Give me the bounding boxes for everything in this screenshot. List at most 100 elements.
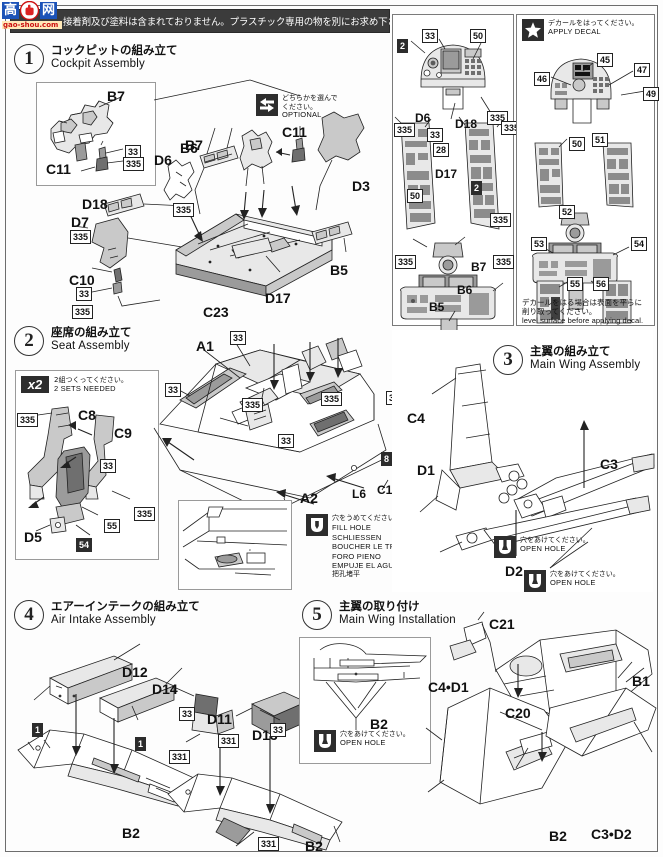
watermark-char-2: 网	[40, 2, 57, 19]
label-d17: D17	[265, 290, 291, 306]
step-4-header: 4 エアーインテークの組み立て Air Intake Assembly	[14, 599, 200, 630]
fill-hole-jp: 穴をうめてください。	[332, 514, 402, 522]
label-c21: C21	[489, 616, 515, 632]
fill-hole-en-5: EMPUJE EL AGUJERO	[332, 561, 415, 571]
decal-num-56: 56	[593, 277, 610, 291]
fill-hole-jp-2: 把孔堵平	[332, 570, 360, 579]
label-d18-panel: D18	[455, 117, 478, 131]
callout-33-mid: 33	[427, 128, 444, 142]
optional-en: OPTIONAL	[282, 110, 322, 119]
decal-num-53: 53	[531, 237, 548, 251]
tub-chip-8: 8	[381, 452, 393, 466]
seat-chip-335-left: 335	[17, 413, 39, 427]
fill-hole-en-1: FILL HOLE	[332, 523, 372, 533]
label-d12: D12	[122, 664, 148, 680]
intake-chip-331-b: 331	[169, 750, 191, 764]
intake-chip-1-b: 1	[135, 737, 147, 751]
fill-hole-note: 穴をうめてください。 FILL HOLE SCHLIESSEN BOUCHER …	[306, 514, 415, 580]
step5-inset-panel: B2 穴をあけてください。 OPEN HOLE	[299, 637, 431, 764]
fill-hole-icon	[306, 514, 328, 536]
instrument-panel-parts-drawing	[394, 38, 504, 348]
intake-chip-33-a: 33	[179, 707, 196, 721]
open-hole-en-3a: OPEN HOLE	[520, 543, 566, 553]
decal-num-51: 51	[592, 133, 609, 147]
label-a1: A1	[196, 338, 214, 354]
fill-hole-en-4: FORO PIENO	[332, 551, 382, 561]
step-5-title-en: Main Wing Installation	[339, 614, 456, 626]
intake-chip-33-b: 33	[270, 723, 287, 737]
label-d6: D6	[154, 152, 172, 168]
label-d2: D2	[505, 563, 523, 579]
label-b7-sub: B7	[107, 88, 125, 104]
step-2-number: 2	[14, 326, 44, 356]
decal-num-45: 45	[597, 53, 614, 67]
open-hole-jp-3a: 穴をあけてください。	[520, 536, 590, 544]
tub-chip-335-a: 335	[242, 398, 264, 412]
step-2-title-en: Seat Assembly	[51, 340, 130, 352]
label-c23: C23	[203, 304, 229, 320]
tub-chip-33-c: 33	[278, 434, 295, 448]
label-c4: C4	[407, 410, 425, 426]
callout-335-b6: 335	[493, 255, 515, 269]
label-d5: D5	[24, 529, 42, 545]
callout-33-top: 33	[422, 29, 439, 43]
open-hole-note-3b: 穴をあけてください。 OPEN HOLE	[524, 570, 620, 592]
part-b7-sub-drawing	[50, 96, 124, 172]
tub-chip-33-b: 33	[165, 383, 182, 397]
label-d3: D3	[352, 178, 370, 194]
label-d17-panel: D17	[435, 167, 458, 181]
label-d18: D18	[82, 196, 108, 212]
callout-335-b5: 335	[395, 255, 417, 269]
label-c11-main: C11	[282, 124, 307, 140]
label-b1: B1	[632, 673, 650, 689]
label-b2-inset: B2	[370, 716, 388, 732]
step1-exploded-drawing	[73, 79, 365, 307]
label-d14: D14	[152, 681, 178, 697]
open-hole-jp-3b: 穴をあけてください。	[550, 570, 620, 578]
step-1-title-jp: コックピットの組み立て	[51, 43, 178, 57]
label-b7-main: B7	[185, 137, 203, 153]
open-hole-en-5: OPEN HOLE	[340, 737, 386, 747]
decal-num-46: 46	[534, 72, 551, 86]
callout-2-mid: 2	[471, 181, 483, 195]
step-1-header: 1 コックピットの組み立て Cockpit Assembly	[14, 43, 178, 74]
step5-inset-drawing	[313, 643, 427, 730]
decal-note-jp-2: 削り取ってください。	[522, 307, 597, 316]
open-hole-jp-5: 穴をあけてください。	[340, 730, 410, 738]
step3-wing-drawing	[419, 363, 655, 569]
step2-seat-subpanel: x2 2組つくってください。 2 SETS NEEDED	[15, 370, 159, 560]
paint-chip-33-c10: 33	[76, 287, 93, 301]
decal-num-50: 50	[569, 137, 586, 151]
paint-chip-335-d7: 335	[70, 230, 92, 244]
seat-chip-55: 55	[104, 519, 121, 533]
step-2-title-jp: 座席の組み立て	[51, 325, 132, 339]
open-hole-icon	[314, 730, 336, 752]
label-d6-panel: D6	[415, 111, 431, 125]
label-b5-panel: B5	[429, 300, 445, 314]
two-sets-note: x2 2組つくってください。 2 SETS NEEDED	[21, 376, 128, 393]
step-3-number: 3	[493, 345, 523, 375]
two-sets-jp: 2組つくってください。	[54, 376, 128, 384]
tub-chip-335-b: 335	[321, 392, 343, 406]
label-a2: A2	[300, 490, 318, 506]
label-c4-d1: C4•D1	[428, 679, 469, 695]
callout-28: 28	[433, 143, 450, 157]
label-c3: C3	[600, 456, 618, 472]
label-b6: B6	[180, 140, 198, 156]
open-hole-en-3b: OPEN HOLE	[550, 577, 596, 587]
label-b5: B5	[330, 262, 348, 278]
sheet-border	[5, 5, 658, 852]
decal-num-49: 49	[643, 87, 660, 101]
step2-cockpit-tub-drawing	[153, 337, 391, 515]
decal-parts-drawing	[532, 58, 646, 324]
fist-hand-icon	[20, 1, 39, 20]
seat-chip-54: 54	[76, 538, 93, 552]
optional-jp-2: ください。	[282, 102, 317, 111]
step-4-number: 4	[14, 600, 44, 630]
fill-hole-detail-drawing: c	[182, 506, 288, 576]
step-5-title-jp: 主翼の取り付け	[339, 599, 420, 613]
step1-decal-panel: デカールをはってください。 APPLY DECAL	[516, 14, 660, 326]
step5-wing-installation-drawing	[425, 611, 657, 805]
decal-num-55: 55	[567, 277, 584, 291]
intake-chip-331-c: 331	[258, 837, 280, 851]
